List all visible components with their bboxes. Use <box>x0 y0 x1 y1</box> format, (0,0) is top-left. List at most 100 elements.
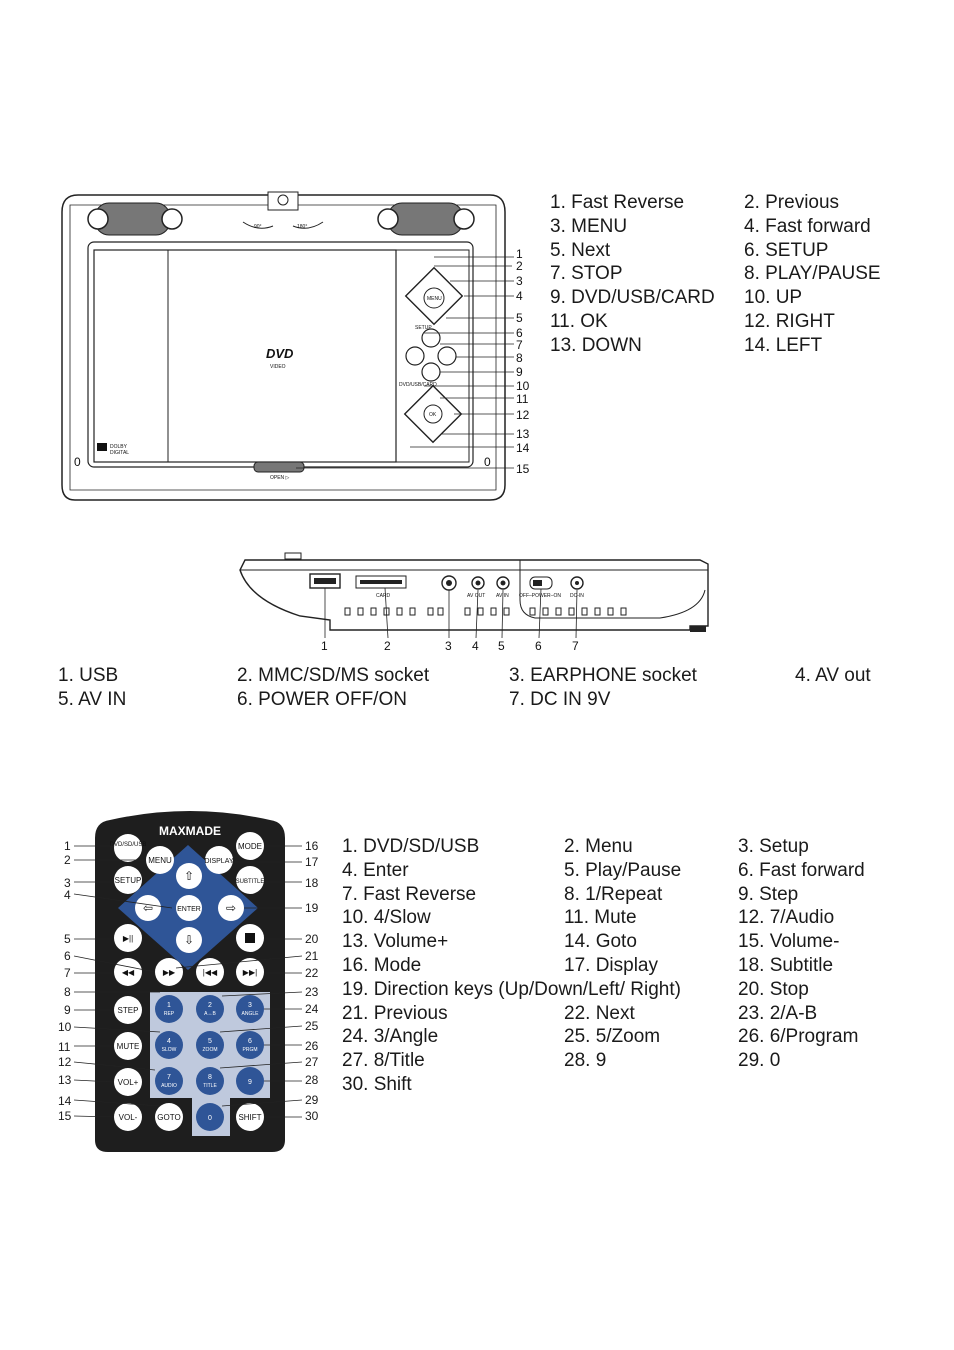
remote-diagram: MAXMADE DVD/SD/USB MENU DISPLAY MODE SET… <box>73 811 303 1152</box>
legend-item: 27. 8/Title <box>342 1050 425 1071</box>
legend-item: 26. 6/Program <box>738 1026 859 1047</box>
legend-item: 1. USB <box>58 665 119 686</box>
legend-item: 6. Fast forward <box>738 860 865 881</box>
setup-key: SETUP <box>115 876 142 885</box>
legend-item: 12. RIGHT <box>744 311 835 332</box>
key-6-sub: PRGM <box>243 1047 258 1053</box>
key-5: 5 <box>208 1038 212 1045</box>
callout-6: 6 <box>516 326 523 340</box>
power-label: OFF–POWER–ON <box>519 593 561 599</box>
legend-item: 20. Stop <box>738 979 809 1000</box>
legend-item: 2. Menu <box>564 836 633 857</box>
legend-item: 9. DVD/USB/CARD <box>550 287 715 308</box>
side-callout-5: 5 <box>498 639 505 653</box>
video-label: VIDEO <box>270 364 286 370</box>
legend-item: 9. Step <box>738 884 799 905</box>
legend-item: 29. 0 <box>738 1050 781 1071</box>
legend-item: 11. OK <box>550 311 608 332</box>
key-3-sub: ANGLE <box>242 1011 260 1017</box>
legend-item: 2. MMC/SD/MS socket <box>237 665 430 686</box>
legend-item: 8. PLAY/PAUSE <box>744 263 881 284</box>
remote-callout-8: 8 <box>64 985 71 999</box>
step-key: STEP <box>118 1006 139 1015</box>
remote-callout-13: 13 <box>58 1073 72 1087</box>
av-out-label: AV OUT <box>467 593 485 599</box>
remote-callout-29: 29 <box>305 1093 319 1107</box>
remote-callout-21: 21 <box>305 949 319 963</box>
svg-text:0: 0 <box>74 455 81 469</box>
remote-callout-27: 27 <box>305 1055 319 1069</box>
legend-item: 18. Subtitle <box>738 955 834 976</box>
speaker-left <box>87 202 183 236</box>
remote-callout-23: 23 <box>305 985 319 999</box>
mute-key: MUTE <box>117 1042 140 1051</box>
callout-2: 2 <box>516 259 523 273</box>
open-label: OPEN ▷ <box>270 475 290 481</box>
remote-callout-14: 14 <box>58 1094 72 1108</box>
previous-icon: |◀◀ <box>203 968 218 977</box>
fast-reverse-icon: ◀◀ <box>122 968 135 977</box>
legend-item: 16. Mode <box>342 955 422 976</box>
subtitle-key: SUBTITLE <box>236 879 265 885</box>
legend-item: 19. Direction keys (Up/Down/Left/ Right) <box>342 979 681 1000</box>
remote-callout-26: 26 <box>305 1039 319 1053</box>
mode-key: MODE <box>238 842 262 851</box>
remote-callout-2: 2 <box>64 853 71 867</box>
top-callout-numbers: 1 2 3 4 5 6 7 8 9 10 11 12 13 14 15 <box>516 247 530 476</box>
callout-8: 8 <box>516 351 523 365</box>
legend-item: 21. Previous <box>342 1003 448 1024</box>
remote-callout-16: 16 <box>305 839 319 853</box>
side-callout-2: 2 <box>384 639 391 653</box>
legend-item: 4. AV out <box>795 665 871 686</box>
player-side-diagram: CARD AV OUT AV IN OFF–POWER–ON DC-IN 1 2… <box>239 552 709 653</box>
key-0: 0 <box>208 1115 212 1122</box>
menu-key: MENU <box>148 856 172 865</box>
remote-callout-1: 1 <box>64 839 71 853</box>
legend-item: 28. 9 <box>564 1050 607 1071</box>
fast-forward-icon: ▶▶ <box>163 968 176 977</box>
ok-btn-label: OK <box>429 412 437 418</box>
key-8: 8 <box>208 1074 212 1081</box>
legend-item: 6. POWER OFF/ON <box>237 689 407 710</box>
legend-item: 3. Setup <box>738 836 809 857</box>
dvd-sd-usb-key: DVD/SD/USB <box>110 842 147 848</box>
play-cluster <box>405 328 457 382</box>
legend-item: 4. Enter <box>342 860 409 881</box>
card-label: CARD <box>376 593 391 599</box>
legend-item: 13. Volume+ <box>342 931 449 952</box>
callout-12: 12 <box>516 408 530 422</box>
shift-key: SHIFT <box>238 1113 261 1122</box>
remote-callout-11: 11 <box>58 1040 71 1054</box>
key-2: 2 <box>208 1002 212 1009</box>
side-callout-1: 1 <box>321 639 328 653</box>
side-callout-7: 7 <box>572 639 579 653</box>
side-callout-6: 6 <box>535 639 542 653</box>
up-arrow-icon: ⇧ <box>184 869 194 883</box>
legend-item: 30. Shift <box>342 1074 412 1095</box>
key-1-sub: REP <box>164 1011 175 1017</box>
key-9: 9 <box>248 1079 252 1086</box>
legend-item: 15. Volume- <box>738 931 840 952</box>
remote-callout-15: 15 <box>58 1109 72 1123</box>
callout-7: 7 <box>516 338 523 352</box>
goto-key: GOTO <box>157 1113 180 1122</box>
legend-item: 7. Fast Reverse <box>342 884 477 905</box>
legend-item: 1. Fast Reverse <box>550 192 685 213</box>
legend-item: 12. 7/Audio <box>738 907 835 928</box>
callout-14: 14 <box>516 441 530 455</box>
callout-10: 10 <box>516 379 530 393</box>
dolby-sub-label: DIGITAL <box>110 450 129 456</box>
callout-15: 15 <box>516 462 530 476</box>
legend-item: 6. SETUP <box>744 240 829 261</box>
key-3: 3 <box>248 1002 252 1009</box>
deg180-label: 180° <box>297 224 307 230</box>
callout-11: 11 <box>516 392 529 406</box>
ok-dpad: OK <box>403 384 463 444</box>
menu-btn-label: MENU <box>427 296 442 302</box>
remote-callout-18: 18 <box>305 876 319 890</box>
left-arrow-icon: ⇦ <box>143 901 153 915</box>
side-callout-4: 4 <box>472 639 479 653</box>
remote-callout-10: 10 <box>58 1020 72 1034</box>
svg-text:0: 0 <box>484 455 491 469</box>
key-8-sub: TITLE <box>203 1083 217 1089</box>
